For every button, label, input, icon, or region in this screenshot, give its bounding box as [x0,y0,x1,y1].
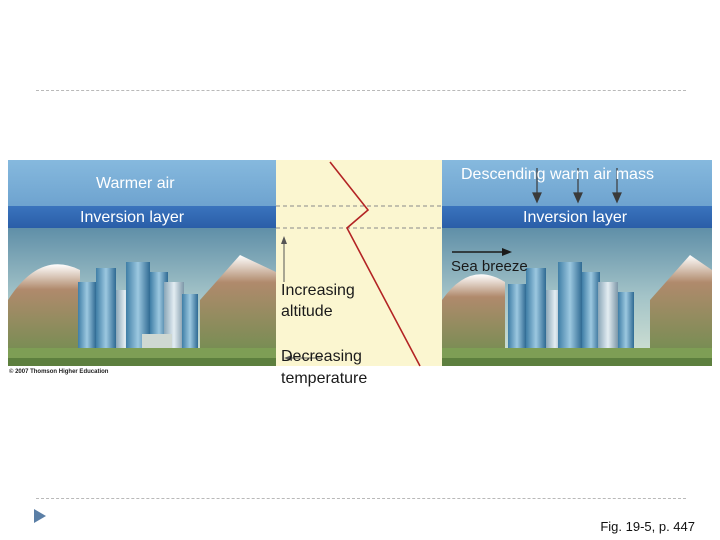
top-divider [36,90,686,91]
increasing-label: Increasing [281,282,355,299]
up-arrow-icon [281,236,287,282]
inversion-layer-left-label: Inversion layer [80,209,185,226]
left-city [78,262,198,352]
altitude-label: altitude [281,303,333,320]
figure-caption: Fig. 19-5, p. 447 [600,519,695,534]
left-mountain [8,264,80,365]
decreasing-label: Decreasing [281,348,362,365]
right-mountain [200,255,276,365]
inversion-layer-right-label: Inversion layer [523,209,628,226]
warmer-air-label: Warmer air [96,175,175,192]
down-arrow-icon [532,168,622,204]
bottom-divider [36,498,686,499]
temperature-altitude-graph [276,160,442,367]
copyright-credit: © 2007 Thomson Higher Education [9,369,109,375]
temperature-label: temperature [281,370,368,387]
sea-breeze-label: Sea breeze [451,258,528,275]
left-arrow-icon [284,355,322,361]
right-arrow-icon [452,248,512,256]
right-panel [442,160,712,366]
temperature-profile-line [329,161,421,367]
descending-warm-air-label: Descending warm air mass [461,166,654,183]
left-panel [8,160,276,366]
triangle-bullet-icon [34,509,46,523]
right-city [508,262,634,352]
